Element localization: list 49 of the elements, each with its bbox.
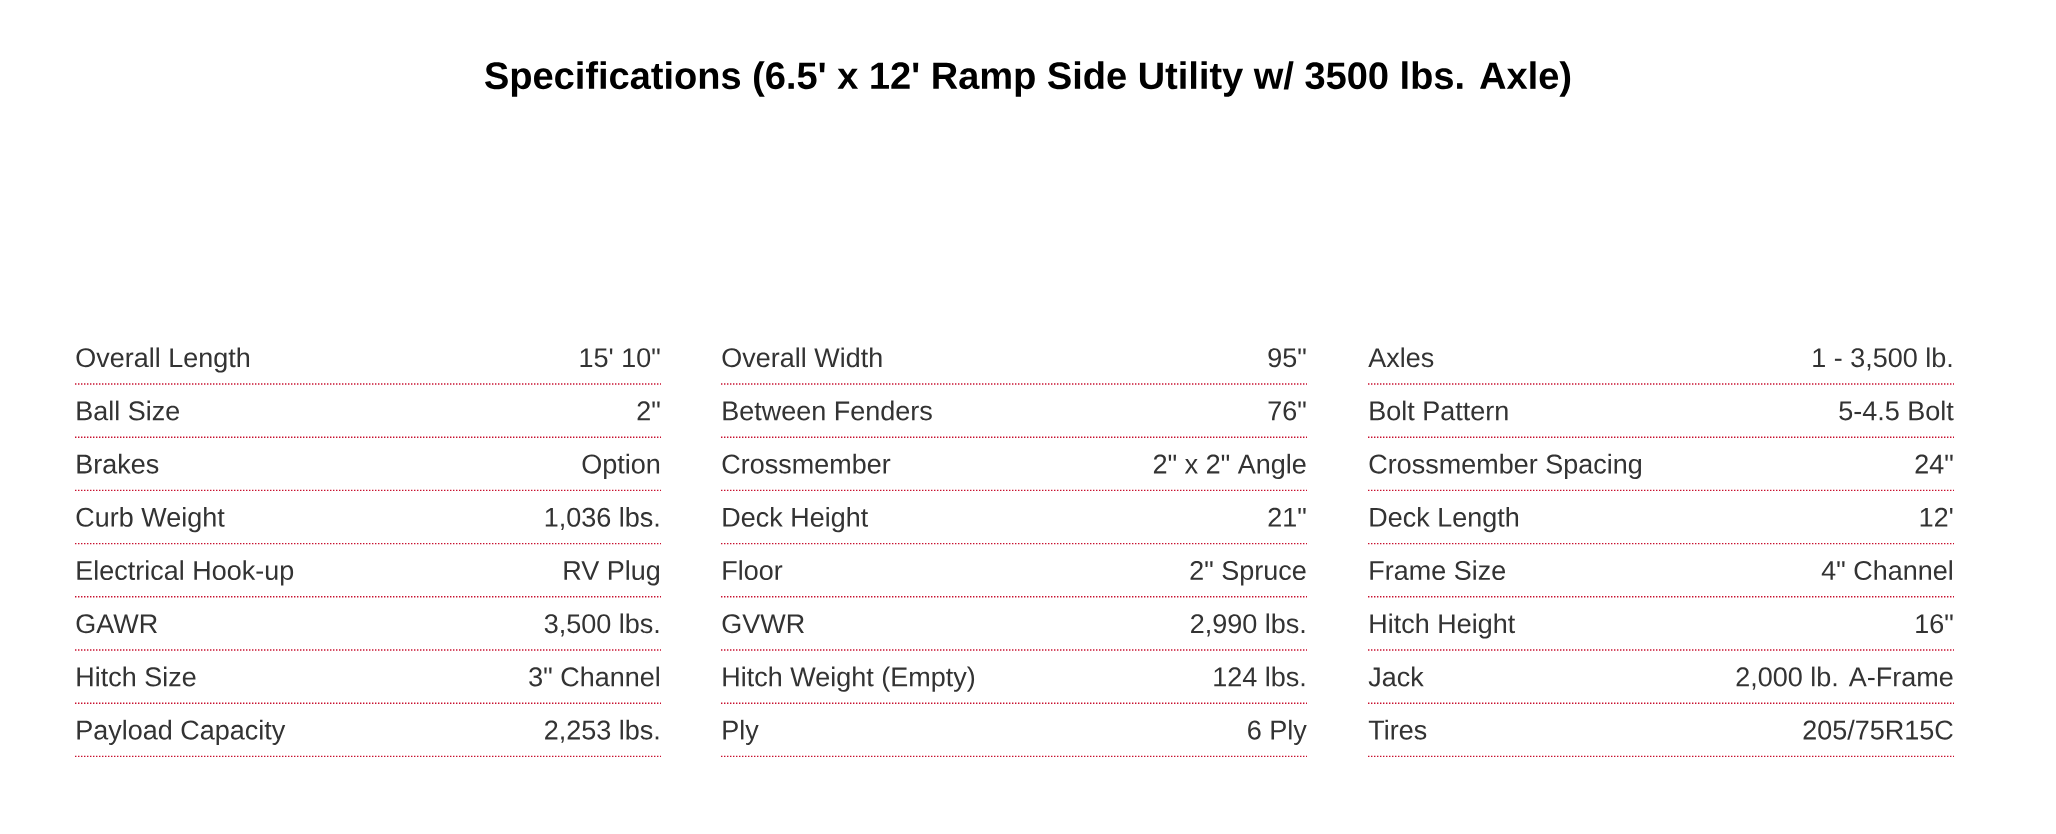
spec-label: Between Fenders [723,400,932,421]
spec-value: 2,990 lbs. [1191,613,1305,637]
page-title: Specifications (6.5' x 12' Ramp Side Utility w/ 3500 lbs. Axle) [485,61,1571,97]
spec-label: Curb Weight [76,507,225,533]
spec-label: Floor [723,560,783,581]
spec-value: 2" x 2" Angle [1153,453,1306,479]
spec-value: 16" [1916,614,1953,634]
spec-value: 3" Channel [529,666,659,687]
spec-label: GVWR [722,614,804,634]
spec-value: 76" [1268,401,1306,421]
spec-value: 2,000 lb. A-Frame [1736,666,1953,690]
spec-label: Deck Height [723,507,869,533]
spec-label: Jack [1368,666,1424,687]
spec-value: 3,500 lbs. [544,613,659,637]
spec-label: Deck Length [1370,507,1518,533]
spec-value: 5-4.5 Bolt [1839,400,1954,421]
spec-value: RV Plug [564,560,660,586]
spec-label: Hitch Height [1370,613,1516,639]
spec-label: Payload Capacity [77,719,286,745]
spec-label: Crossmember Spacing [1369,453,1641,479]
spec-label: Hitch Weight (Empty) [723,666,975,692]
spec-label: Frame Size [1370,560,1505,581]
spec-value: 205/75R15C [1803,719,1953,740]
spec-value: 95" [1268,348,1306,368]
spec-label: Hitch Size [77,666,196,687]
spec-value: 2,253 lbs. [545,719,659,743]
spec-label: Crossmember [722,453,891,474]
spec-value: 6 Ply [1248,719,1307,745]
spec-label: GAWR [76,614,157,634]
spec-label: Bolt Pattern [1370,400,1508,421]
spec-value: 4" Channel [1821,560,1952,581]
spec-label: Electrical Hook-up [77,560,294,586]
spec-value: 124 lbs. [1214,666,1305,687]
spec-label: Tires [1368,719,1427,740]
spec-value: Option [582,453,660,479]
spec-value: 12' [1920,507,1953,527]
spec-value: 21" [1268,507,1306,527]
spec-value: 1 - 3,500 lb. [1813,347,1952,371]
spec-value: 1,036 lbs. [545,507,659,531]
spec-label: Brakes [77,453,159,474]
spec-value: 24" [1915,454,1953,474]
spec-label: Ply [723,719,759,745]
spec-label: Overall Length [76,347,249,373]
spec-label: Overall Width [722,347,882,368]
spec-label: Axles [1368,347,1434,368]
spec-label: Ball Size [77,400,179,421]
spec-value: 2" Spruce [1190,560,1306,586]
spec-value: 15' 10" [580,348,660,368]
spec-value: 2" [637,401,660,421]
